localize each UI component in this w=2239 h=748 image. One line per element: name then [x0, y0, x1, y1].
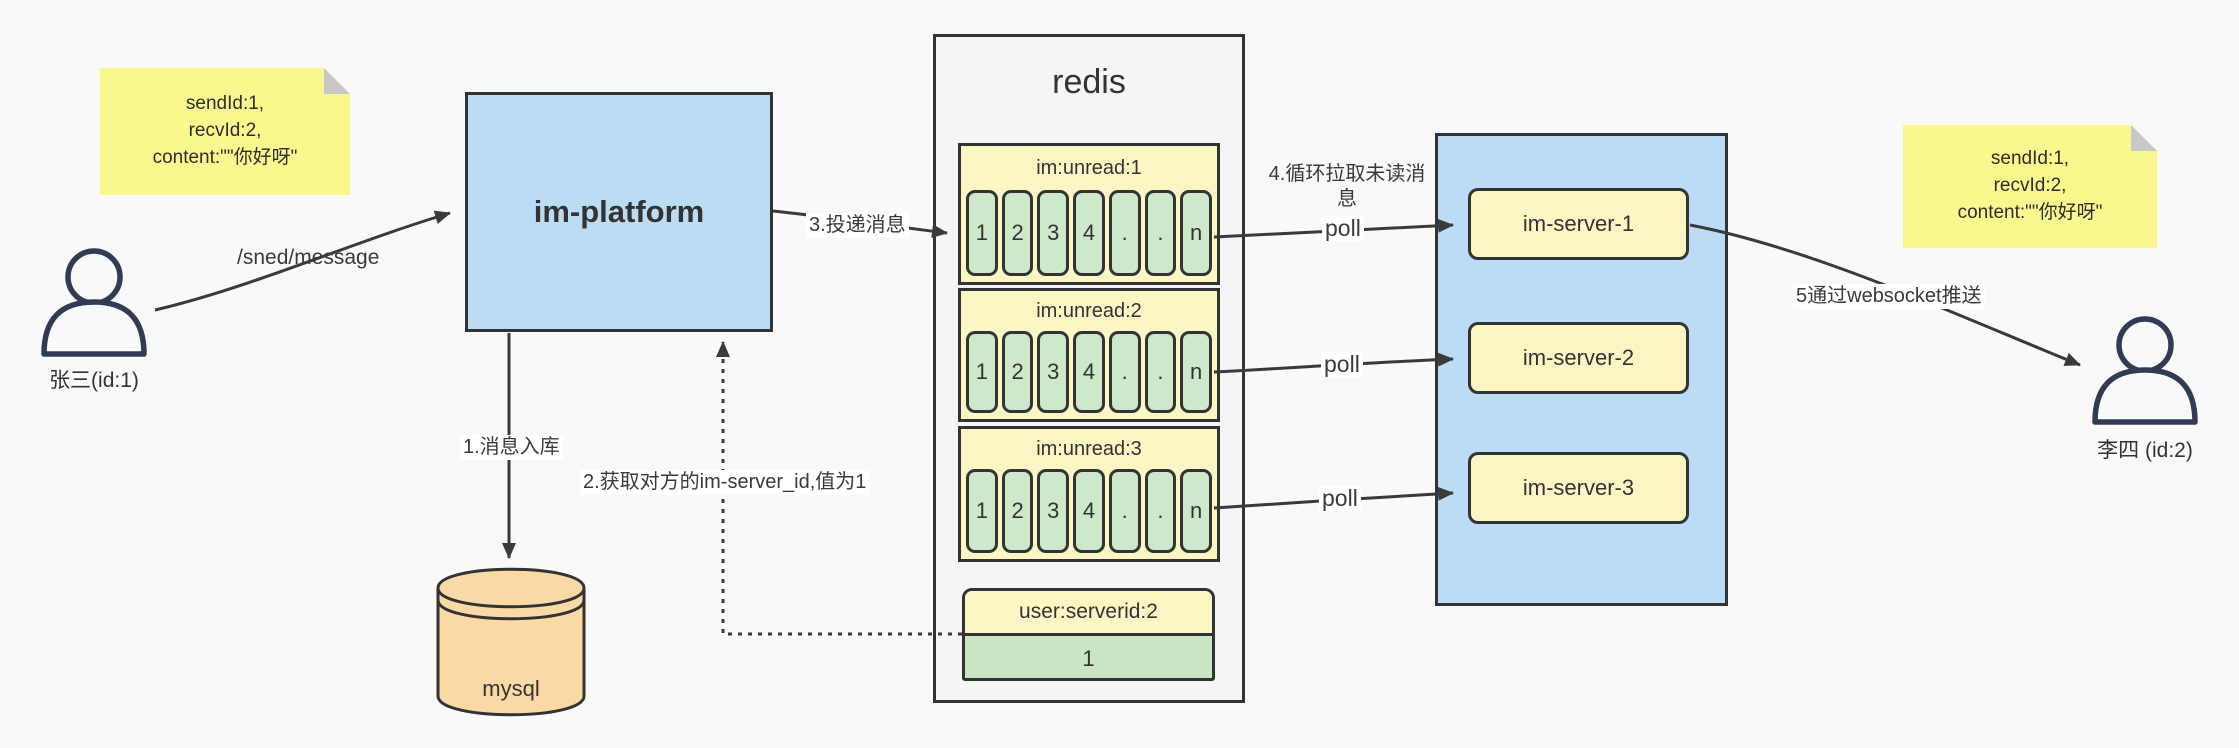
queue-title: im:unread:3 [1036, 437, 1142, 460]
note-line: sendId:1, [185, 93, 265, 114]
im-server-3-box: im-server-3 [1468, 452, 1689, 524]
queue-cell: n [1180, 331, 1213, 413]
queue-cell: n [1180, 469, 1213, 553]
edge-label-poll-1: poll [1322, 216, 1364, 241]
queue-cell: . [1108, 331, 1141, 413]
queue-cell: . [1144, 469, 1177, 553]
note-line: recvId:2, [188, 120, 262, 141]
queue-title: im:unread:2 [1036, 299, 1142, 322]
note-fold-icon [324, 68, 350, 94]
edge-label-deliver: 3.投递消息 [806, 213, 909, 238]
edge-label-store: 1.消息入库 [460, 435, 563, 460]
queue-cell: 3 [1037, 331, 1070, 413]
queue-cell: n [1180, 190, 1213, 276]
queue-cell: 2 [1001, 331, 1034, 413]
note-fold-icon [2131, 125, 2157, 151]
sticky-note-receiver: sendId:1, recvId:2, content:""你好呀" [1903, 125, 2157, 248]
queue-cell: 4 [1073, 331, 1105, 413]
im-server-1-box: im-server-1 [1468, 188, 1689, 260]
receiver-label: 李四 (id:2) [2097, 439, 2193, 462]
mapping-value: 1 [965, 636, 1212, 678]
note-line: sendId:1, [1990, 148, 2070, 169]
edge-label-lookup: 2.获取对方的im-server_id,值为1 [580, 470, 870, 495]
user-icon-sender [41, 248, 147, 357]
sender-label: 张三(id:1) [49, 369, 139, 392]
mapping-title: user:serverid:2 [965, 591, 1212, 636]
note-line: recvId:2, [1993, 175, 2067, 196]
sticky-note-sender: sendId:1, recvId:2, content:""你好呀" [100, 68, 350, 195]
queue-cell: . [1144, 331, 1177, 413]
im-platform-box: im-platform [465, 92, 773, 332]
redis-title: redis [1052, 63, 1126, 101]
queue-cell: 2 [1001, 190, 1034, 276]
queue-cell: 1 [966, 190, 998, 276]
database-label: mysql [482, 676, 540, 701]
im-server-2-box: im-server-2 [1468, 322, 1689, 394]
queue-cell: 1 [966, 469, 998, 553]
im-platform-label: im-platform [533, 194, 705, 229]
queue-cell: 2 [1001, 469, 1034, 553]
note-line: content:""你好呀" [1957, 202, 2103, 223]
queue-cell: . [1144, 190, 1177, 276]
queue-cell: . [1108, 190, 1141, 276]
note-line: content:""你好呀" [152, 147, 298, 168]
queue-cell: 4 [1073, 190, 1105, 276]
mapping-box: user:serverid:2 1 [962, 588, 1215, 681]
user-icon-receiver [2092, 316, 2198, 425]
database-icon [436, 567, 586, 717]
edge-label-poll-3: poll [1319, 486, 1361, 511]
queue-cell: 1 [966, 331, 998, 413]
edge-label-poll-2: poll [1321, 352, 1363, 377]
queue-cell: . [1108, 469, 1141, 553]
edge-label-pull: 4.循环拉取未读消息 [1268, 163, 1426, 210]
queue-cell: 4 [1073, 469, 1105, 553]
edge-label-push: 5通过websocket推送 [1793, 284, 1985, 309]
queue-cell: 3 [1037, 190, 1070, 276]
queue-cell: 3 [1037, 469, 1070, 553]
queue-title: im:unread:1 [1036, 156, 1142, 179]
edge-label-send: /sned/message [237, 246, 380, 269]
